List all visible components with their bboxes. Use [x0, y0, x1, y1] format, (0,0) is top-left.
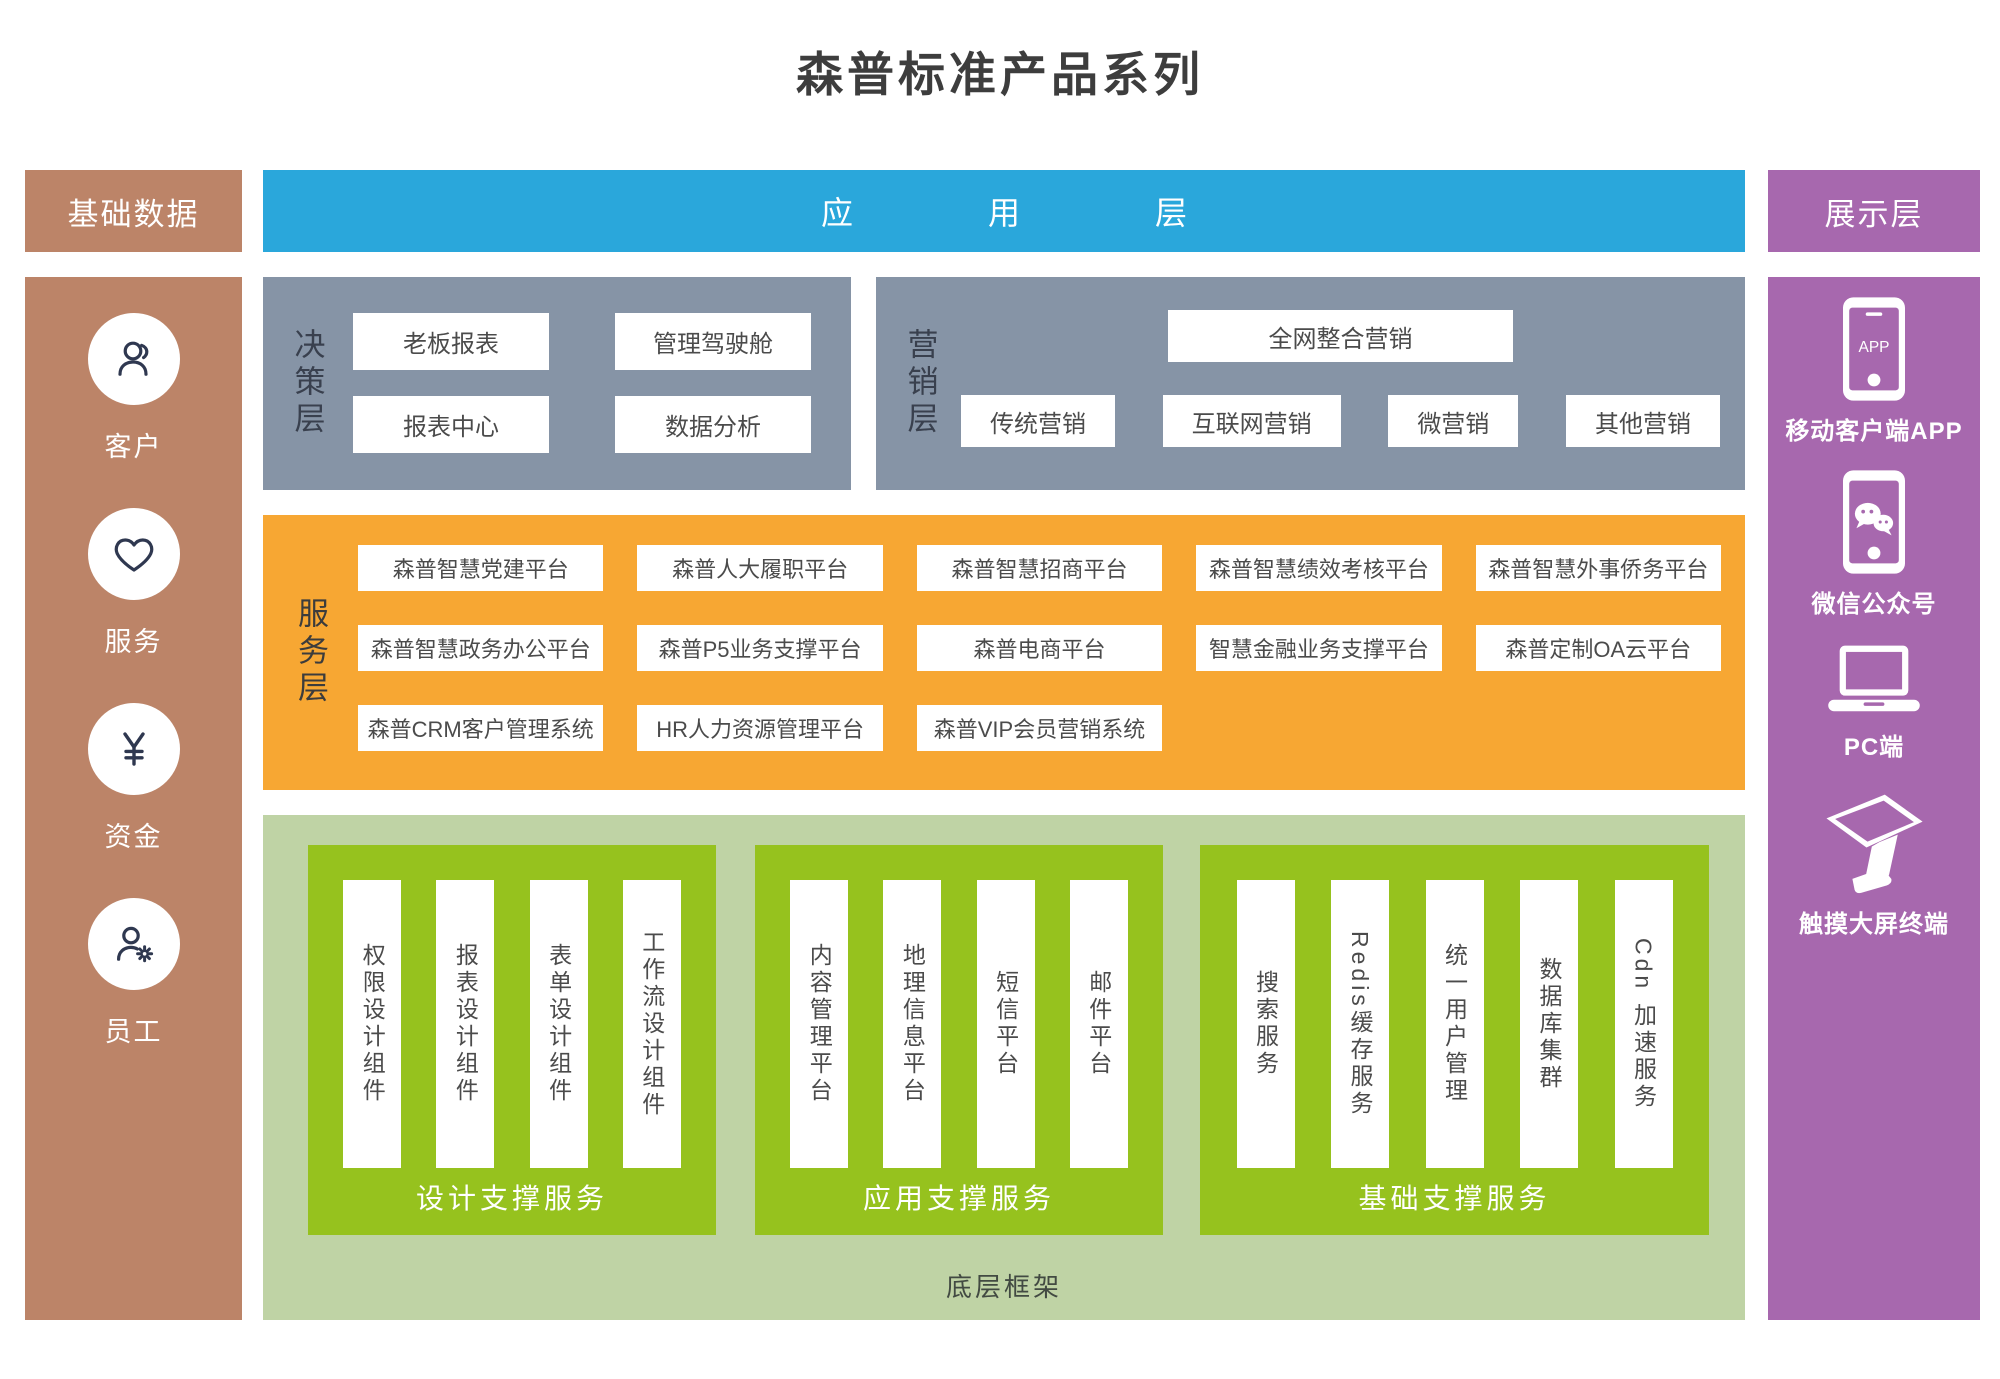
kiosk-icon [1820, 786, 1928, 894]
service-item: 森普智慧政务办公平台 [358, 625, 604, 671]
display-item-kiosk: 触摸大屏终端 [1799, 786, 1949, 939]
service-item: 森普智慧绩效考核平台 [1196, 545, 1442, 591]
application-support-box: 内容管理平台 地理信息平台 短信平台 邮件平台 应用支撑服务 [755, 845, 1163, 1235]
sidebar-item-funds: 资金 [87, 703, 180, 854]
framework-column: 内容管理平台 [790, 880, 849, 1168]
sidebar-item-customer: 客户 [87, 313, 180, 464]
decision-item: 管理驾驶舱 [615, 313, 811, 370]
service-item: 森普智慧招商平台 [916, 545, 1163, 591]
basic-data-panel: 客户 服务 资金 [25, 277, 242, 1320]
sidebar-item-staff: 员工 [87, 898, 180, 1049]
decision-items: 老板报表 管理驾驶舱 报表中心 数据分析 [353, 313, 851, 453]
svg-text:APP: APP [1858, 339, 1889, 356]
design-support-title: 设计支撑服务 [415, 1183, 608, 1214]
yen-icon [87, 703, 180, 795]
decision-layer-label: 决策层 [289, 328, 325, 439]
decision-item: 报表中心 [353, 396, 549, 453]
display-item-label: 移动客户端APP [1785, 418, 1963, 445]
wechat-icon [1843, 470, 1905, 574]
heart-icon [87, 508, 180, 600]
application-layer-label: 应用层 [820, 195, 1322, 231]
person-icon [87, 313, 180, 405]
service-item: HR人力资源管理平台 [637, 705, 883, 751]
page-title: 森普标准产品系列 [796, 48, 1204, 101]
marketing-item: 其他营销 [1565, 395, 1720, 447]
service-item: 智慧金融业务支撑平台 [1196, 625, 1442, 671]
person-gear-icon [87, 898, 180, 990]
service-layer-box: 服务层 森普智慧党建平台 森普人大履职平台 森普智慧招商平台 森普智慧绩效考核平… [263, 515, 1745, 790]
marketing-item: 互联网营销 [1162, 395, 1341, 447]
service-item: 森普人大履职平台 [637, 545, 883, 591]
framework-column: 表单设计组件 [529, 880, 588, 1168]
framework-column: 数据库集群 [1520, 880, 1578, 1168]
framework-column: 报表设计组件 [436, 880, 495, 1168]
display-item-label: PC端 [1843, 734, 1905, 761]
marketing-items: 全网整合营销 传统营销 互联网营销 微营销 其他营销 [961, 310, 1720, 447]
application-support-title: 应用支撑服务 [862, 1183, 1055, 1214]
application-layer-banner: 应用层 [263, 170, 1745, 252]
marketing-layer-label: 营销层 [902, 328, 938, 439]
sidebar-item-label: 服务 [104, 627, 163, 657]
service-item: 森普VIP会员营销系统 [916, 705, 1163, 751]
service-item: 森普智慧党建平台 [358, 545, 604, 591]
sidebar-item-service: 服务 [87, 508, 180, 659]
display-item-mobile-app: APP 移动客户端APP [1785, 297, 1962, 446]
marketing-item: 微营销 [1388, 395, 1519, 447]
framework-column: Cdn 加速服务 [1614, 880, 1673, 1168]
marketing-item: 全网整合营销 [1168, 310, 1513, 362]
display-item-wechat: 微信公众号 [1812, 470, 1937, 619]
framework-column: 邮件平台 [1069, 880, 1128, 1168]
framework-column: Redis缓存服务 [1331, 880, 1389, 1168]
display-layer-header: 展示层 [1768, 170, 1980, 252]
basic-support-box: 搜索服务 Redis缓存服务 统一用户管理 数据库集群 Cdn 加速服务 基础支… [1200, 845, 1709, 1235]
framework-column: 权限设计组件 [343, 880, 402, 1168]
service-items: 森普智慧党建平台 森普人大履职平台 森普智慧招商平台 森普智慧绩效考核平台 森普… [358, 545, 1721, 751]
framework-column: 短信平台 [976, 880, 1035, 1168]
decision-layer-box: 决策层 老板报表 管理驾驶舱 报表中心 数据分析 [263, 277, 851, 490]
service-item: 森普电商平台 [916, 625, 1163, 671]
sidebar-item-label: 客户 [104, 432, 163, 462]
basic-data-header: 基础数据 [25, 170, 242, 252]
display-item-pc: PC端 [1822, 643, 1926, 762]
basic-support-title: 基础支撑服务 [1358, 1183, 1551, 1214]
display-layer-panel: APP 移动客户端APP [1768, 277, 1980, 1320]
service-item: 森普定制OA云平台 [1475, 625, 1721, 671]
display-item-label: 微信公众号 [1811, 591, 1937, 618]
framework-column: 工作流设计组件 [622, 880, 681, 1168]
framework-column: 搜索服务 [1236, 880, 1295, 1168]
sidebar-item-label: 资金 [104, 822, 163, 852]
marketing-item: 传统营销 [961, 395, 1115, 447]
design-support-box: 权限设计组件 报表设计组件 表单设计组件 工作流设计组件 设计支撑服务 [308, 845, 716, 1235]
service-item: 森普CRM客户管理系统 [358, 705, 604, 751]
service-item: 森普智慧外事侨务平台 [1475, 545, 1721, 591]
service-layer-label: 服务层 [293, 597, 328, 708]
marketing-layer-box: 营销层 全网整合营销 传统营销 互联网营销 微营销 其他营销 [876, 277, 1745, 490]
framework-label: 底层框架 [945, 1272, 1062, 1302]
framework-column: 统一用户管理 [1425, 880, 1484, 1168]
laptop-icon [1822, 643, 1926, 717]
framework-box: 权限设计组件 报表设计组件 表单设计组件 工作流设计组件 设计支撑服务 内容管理… [263, 815, 1745, 1320]
decision-item: 老板报表 [353, 313, 549, 370]
app-phone-icon: APP [1842, 297, 1905, 401]
framework-column: 地理信息平台 [883, 880, 942, 1168]
service-item: 森普P5业务支撑平台 [637, 625, 883, 671]
sidebar-item-label: 员工 [104, 1017, 163, 1047]
display-item-label: 触摸大屏终端 [1799, 911, 1949, 938]
decision-item: 数据分析 [615, 396, 811, 453]
